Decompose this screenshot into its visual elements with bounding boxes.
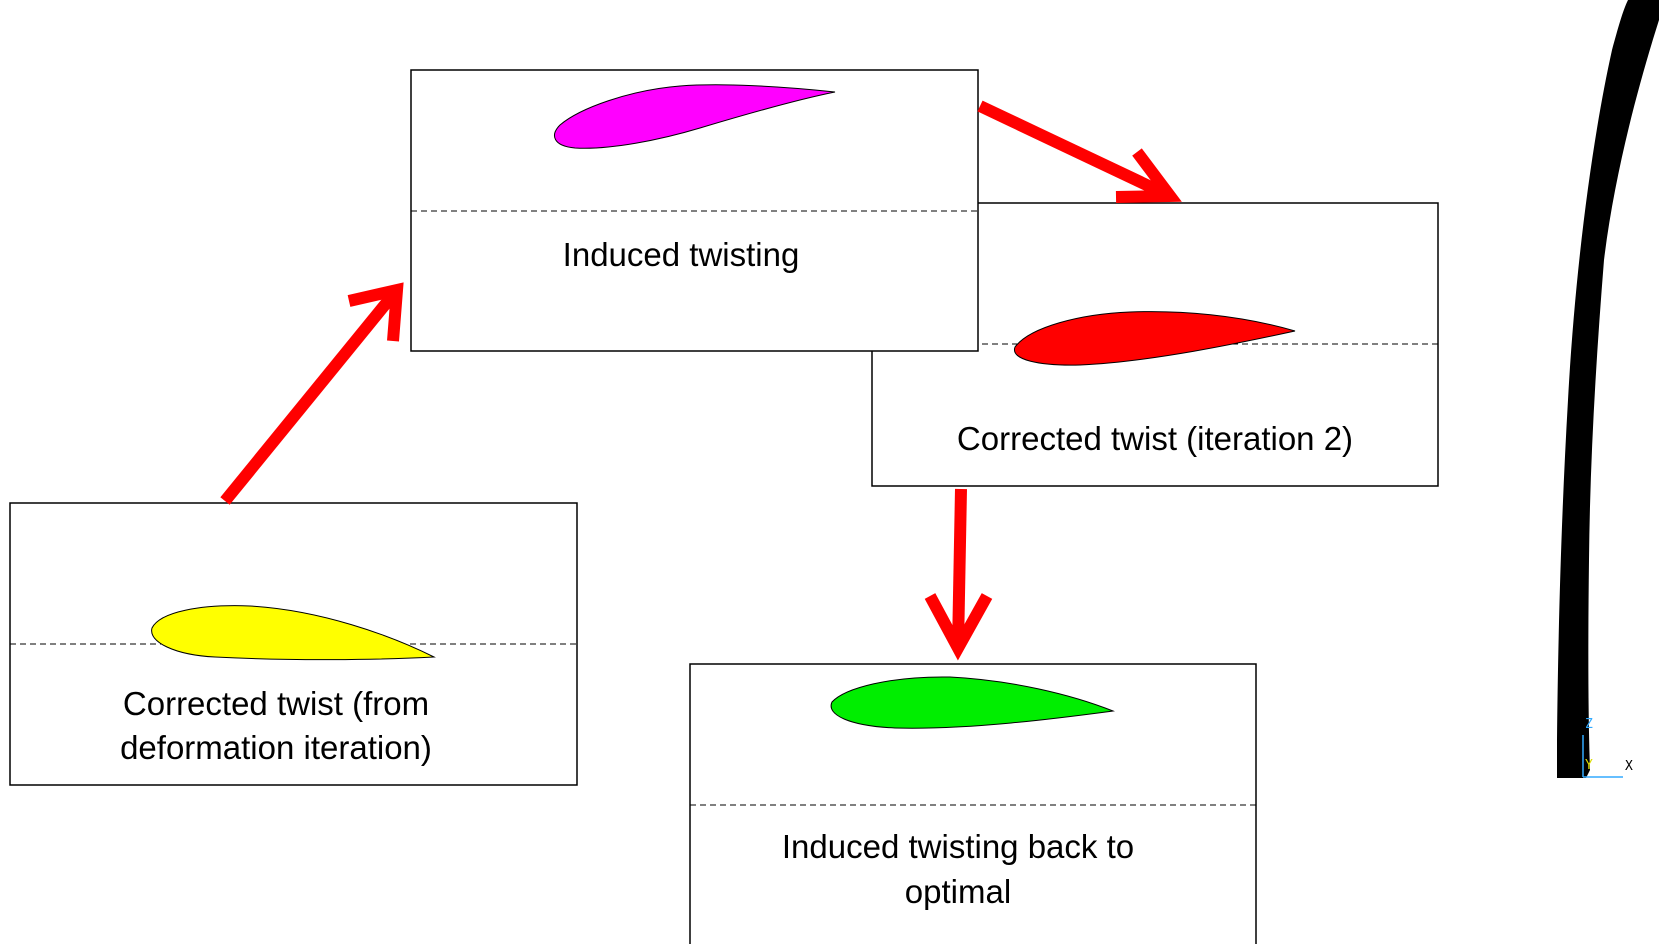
arrow-head xyxy=(924,593,993,661)
airfoil-induced xyxy=(554,84,836,149)
blade-silhouette xyxy=(1557,0,1659,778)
axis-z-label: Z xyxy=(1585,717,1593,732)
arrow-iteration2-to-optimal xyxy=(924,488,993,661)
axis-x-label: X xyxy=(1625,759,1633,774)
panel-label-line-2: deformation iteration) xyxy=(120,729,432,766)
panel-label: Induced twisting xyxy=(563,236,800,273)
arrow-induced-to-iteration2 xyxy=(977,100,1182,203)
arrow-shaft xyxy=(977,100,1173,202)
panel-corrected-twist-deformation: Corrected twist (from deformation iterat… xyxy=(9,502,578,786)
panel-label-line-1: Induced twisting back to xyxy=(782,828,1134,865)
axis-y-label: Y xyxy=(1585,758,1593,773)
panel-label: Corrected twist (iteration 2) xyxy=(957,420,1353,457)
arrow-shaft xyxy=(220,286,402,505)
arrow-deformation-to-induced xyxy=(220,282,404,505)
arrow-head xyxy=(347,282,404,342)
airfoil-iteration2 xyxy=(1014,311,1296,366)
arrow-shaft xyxy=(952,488,967,649)
arrow-head xyxy=(1115,148,1182,203)
airfoil-corrected xyxy=(151,605,436,661)
panel-label-line-2: optimal xyxy=(905,873,1011,910)
panel-induced-back-optimal: Induced twisting back to optimal xyxy=(689,663,1257,944)
panel-induced-twisting: Induced twisting xyxy=(410,69,979,352)
deformed-blade-view: Z Y X xyxy=(1557,0,1659,778)
airfoil-back-optimal xyxy=(830,676,1115,729)
panel-label-line-1: Corrected twist (from xyxy=(123,685,429,722)
